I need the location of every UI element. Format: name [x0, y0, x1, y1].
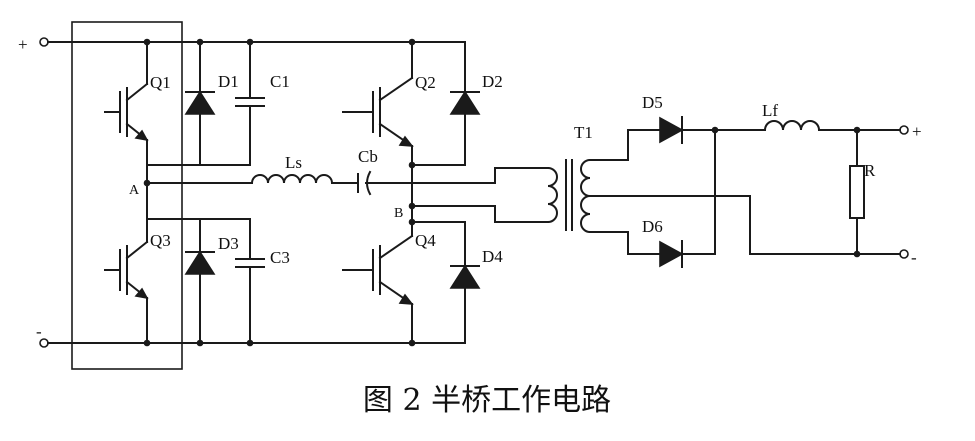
q1-transistor: [104, 41, 149, 184]
t1-label: T1: [574, 123, 593, 142]
q2-label: Q2: [415, 73, 436, 92]
rail-dot-q3: [143, 339, 151, 347]
lf-inductor: [714, 120, 901, 132]
return-wire: [749, 195, 901, 255]
node-a-label: A: [129, 183, 140, 198]
dc-minus-label: -: [36, 322, 42, 341]
igbt-module-outline: [71, 21, 183, 370]
rail-dot-q4: [408, 339, 416, 347]
r-top-dot: [853, 126, 861, 134]
d4-label: D4: [482, 247, 503, 266]
q2-transistor: [342, 41, 414, 207]
ls-inductor: [146, 174, 359, 185]
rail-dot-q1: [143, 38, 151, 46]
q4-transistor: [342, 205, 414, 344]
rail-dot-c3: [246, 339, 254, 347]
c3-label: C3: [270, 248, 290, 267]
r-label: R: [864, 161, 876, 180]
t1-transformer: [411, 158, 751, 234]
out-plus-label: +: [912, 122, 922, 141]
ls-label: Ls: [285, 153, 302, 172]
figure-caption: 图 2 半桥工作电路: [363, 383, 611, 418]
d6-label: D6: [642, 217, 663, 236]
d3-diode: [146, 218, 251, 344]
rail-dot-d3: [196, 339, 204, 347]
d4-diode: [411, 221, 481, 344]
c1-label: C1: [270, 72, 290, 91]
out-plus-terminal: [899, 125, 909, 135]
c1-capacitor: [235, 41, 265, 166]
r-bottom-dot: [853, 250, 861, 258]
out-minus-terminal: [899, 249, 909, 259]
q2-emitter-dot: [408, 161, 416, 169]
r-resistor: [849, 129, 865, 255]
rail-dot-d1: [196, 38, 204, 46]
d5-label: D5: [642, 93, 663, 112]
q4-label: Q4: [415, 231, 436, 250]
q1-label: Q1: [150, 73, 171, 92]
d6-diode: [589, 129, 716, 268]
rail-dot-q2: [408, 38, 416, 46]
dc-plus-label: +: [18, 35, 28, 54]
d5-diode: [589, 116, 746, 161]
d1-diode: [146, 41, 251, 166]
node-b-label: B: [394, 206, 403, 221]
dc-plus-terminal: [39, 37, 49, 47]
c3-capacitor: [235, 218, 265, 344]
out-minus-label: -: [911, 248, 917, 267]
lf-label: Lf: [762, 101, 778, 120]
cb-capacitor: [357, 170, 413, 196]
q4-collector-dot: [408, 218, 416, 226]
q3-label: Q3: [150, 231, 171, 250]
d3-label: D3: [218, 234, 239, 253]
d2-diode: [411, 41, 481, 166]
cb-label: Cb: [358, 147, 378, 166]
rail-dot-c1: [246, 38, 254, 46]
d1-label: D1: [218, 72, 239, 91]
d2-label: D2: [482, 72, 503, 91]
q3-transistor: [104, 182, 149, 344]
